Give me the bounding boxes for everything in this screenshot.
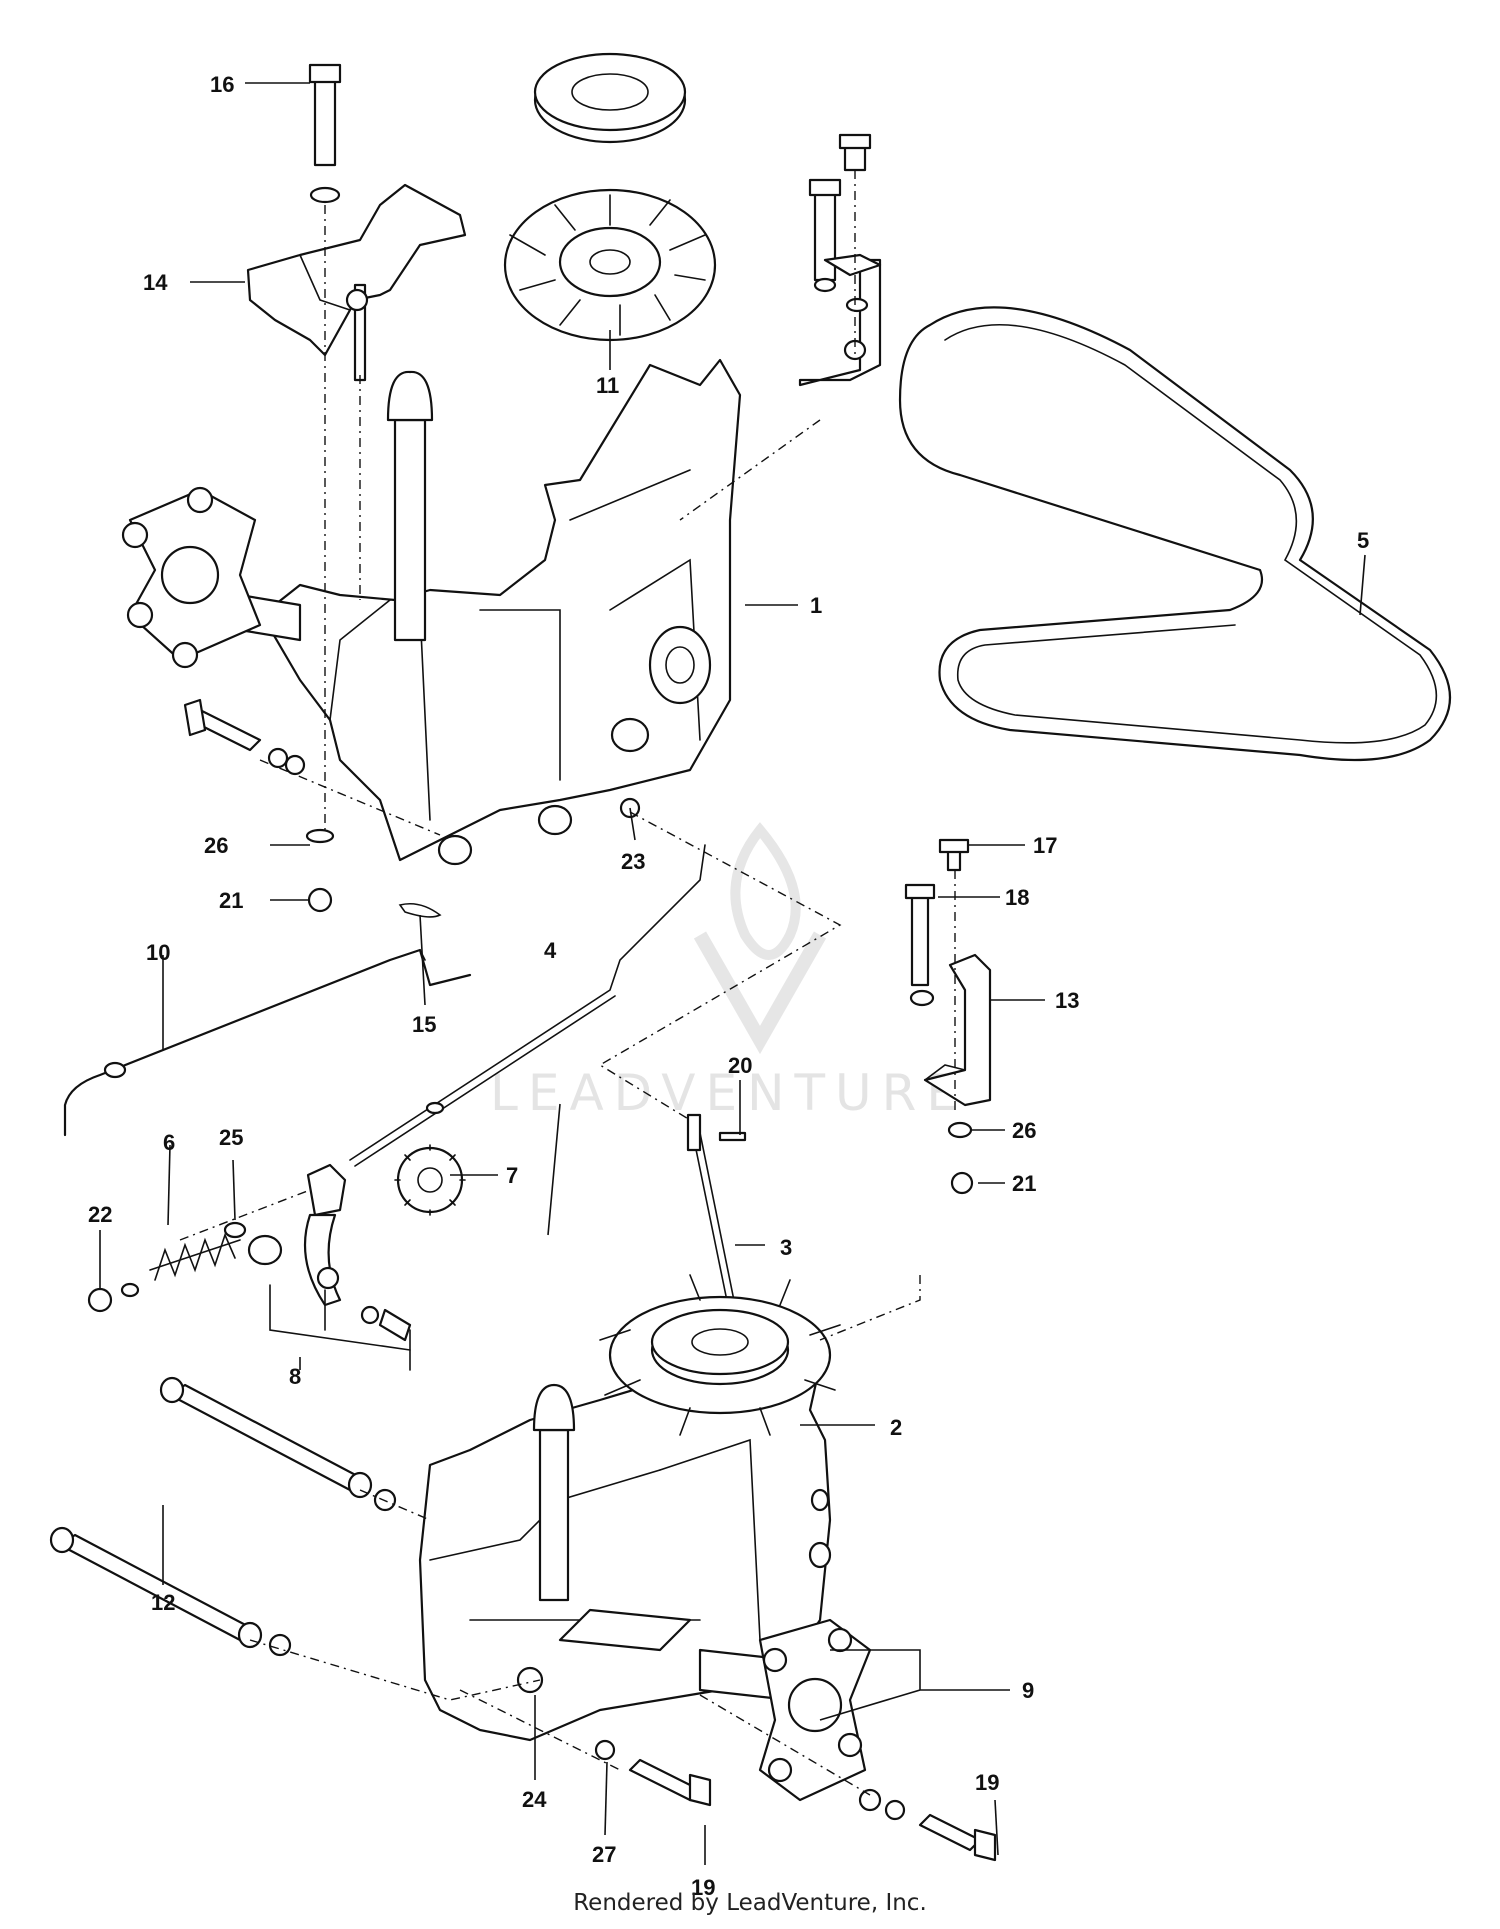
bypass-rod[interactable] — [63, 948, 472, 1137]
sprocket[interactable] — [394, 1144, 466, 1216]
callout-10: 10 — [146, 940, 170, 965]
callout-15: 15 — [412, 1012, 436, 1037]
callout-labels: 1 2 3 4 5 6 7 8 9 10 11 12 13 14 15 16 1… — [88, 72, 1369, 1900]
control-rod-4[interactable] — [349, 844, 706, 1167]
control-bracket-upper[interactable] — [246, 63, 467, 382]
assembly-lines — [179, 205, 956, 1796]
drive-belt[interactable] — [898, 306, 1451, 762]
callout-14: 14 — [143, 270, 168, 295]
callout-20: 20 — [728, 1053, 752, 1078]
callout-17: 17 — [1033, 833, 1057, 858]
callout-22: 22 — [88, 1202, 112, 1227]
callout-13: 13 — [1055, 988, 1079, 1013]
callout-26-upper: 26 — [204, 833, 228, 858]
callout-25: 25 — [219, 1125, 243, 1150]
callout-24: 24 — [522, 1787, 547, 1812]
callout-27: 27 — [592, 1842, 616, 1867]
transaxle-lower[interactable] — [418, 1274, 872, 1802]
leader-lines — [99, 82, 1366, 1865]
callout-21-lower: 21 — [1012, 1171, 1036, 1196]
leadventure-watermark: LEADVENTURE — [490, 822, 968, 1122]
callout-18: 18 — [1005, 885, 1029, 910]
spring-assembly[interactable] — [87, 1221, 247, 1313]
transaxle-upper[interactable] — [121, 358, 742, 866]
callout-6: 6 — [163, 1130, 175, 1155]
callout-7: 7 — [506, 1163, 518, 1188]
callout-16: 16 — [210, 72, 234, 97]
callout-12: 12 — [151, 1590, 175, 1615]
callout-1: 1 — [810, 593, 822, 618]
axle-pins[interactable] — [49, 1376, 397, 1657]
hair-pin-clip[interactable] — [398, 902, 442, 918]
callout-21-upper: 21 — [219, 888, 243, 913]
callout-9: 9 — [1022, 1678, 1034, 1703]
callout-8: 8 — [289, 1364, 301, 1389]
callout-3: 3 — [780, 1235, 792, 1260]
callout-23: 23 — [621, 849, 645, 874]
callout-5: 5 — [1357, 528, 1369, 553]
callout-19-right: 19 — [975, 1770, 999, 1795]
callout-2: 2 — [890, 1415, 902, 1440]
pulley-and-fan-upper[interactable] — [503, 52, 717, 342]
render-credit: Rendered by LeadVenture, Inc. — [573, 1890, 927, 1916]
watermark-text: LEADVENTURE — [490, 1064, 968, 1122]
control-lever[interactable] — [247, 1163, 412, 1371]
callout-19-bottom: 19 — [691, 1875, 715, 1900]
callout-4: 4 — [544, 938, 557, 963]
mount-bracket-upper-right[interactable] — [798, 133, 882, 387]
callout-26-lower: 26 — [1012, 1118, 1036, 1143]
mount-bracket-lower-right[interactable] — [904, 838, 992, 1195]
callout-11: 11 — [596, 373, 619, 398]
lower-fasteners[interactable] — [516, 1666, 997, 1862]
